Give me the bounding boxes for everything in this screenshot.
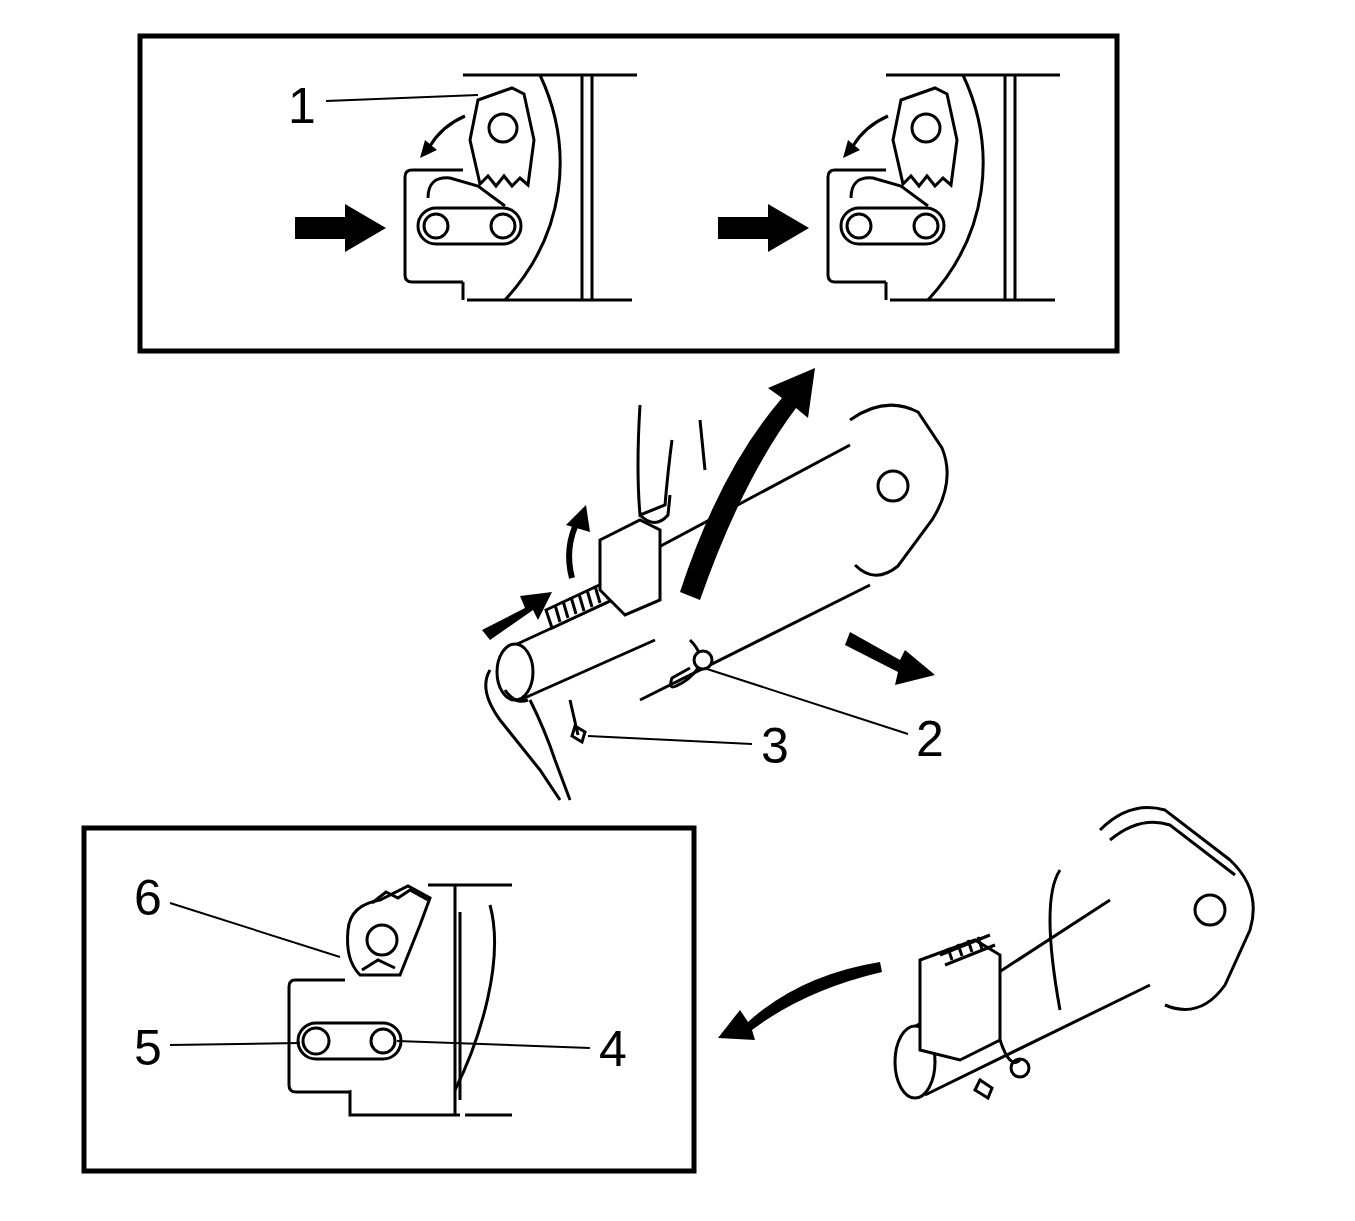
- motion-arrow: [680, 368, 815, 600]
- callout-number: 5: [132, 1023, 164, 1073]
- lock-cylinder-in-hand: [497, 644, 533, 700]
- callout-number: 2: [914, 714, 946, 764]
- latch-mechanism: [298, 1023, 401, 1059]
- latch-mechanism: [362, 960, 395, 970]
- latch-mechanism: [372, 890, 428, 903]
- lock-cylinder: [940, 935, 995, 965]
- leader-line: [704, 668, 908, 734]
- lock-cylinder: [948, 937, 982, 960]
- lock-cylinder: [910, 900, 1150, 1095]
- lock-cylinder-in-hand: [505, 690, 528, 701]
- latch-mechanism: [295, 75, 1060, 300]
- lock-cylinder-in-hand: [694, 651, 712, 669]
- motion-arrow: [482, 592, 552, 640]
- motion-arrow: [718, 962, 882, 1040]
- latch-mechanism: [367, 925, 397, 955]
- motion-arrow: [569, 520, 578, 578]
- inset-frame: [84, 36, 1117, 1171]
- lock-cylinder: [1110, 822, 1235, 875]
- leader-line: [170, 1043, 300, 1045]
- lock-cylinder-in-hand: [638, 405, 672, 515]
- lock-cylinder-in-hand: [850, 405, 947, 575]
- lock-cylinder: [1100, 808, 1253, 1010]
- lock-cylinder-in-hand: [640, 495, 670, 523]
- motion-arrow: [718, 962, 882, 1040]
- lock-cylinder-in-hand: [878, 471, 908, 501]
- leader-line: [326, 95, 478, 101]
- motion-arrow: [482, 368, 935, 685]
- lock-cylinder-in-hand: [486, 405, 947, 800]
- lock-cylinder-in-hand: [700, 420, 705, 470]
- motion-arrow: [566, 505, 590, 532]
- lock-cylinder-in-hand: [600, 520, 660, 615]
- latch-mechanism: [350, 1090, 460, 1115]
- latch-mechanism: [718, 75, 1060, 300]
- latch-mechanism: [371, 1029, 395, 1053]
- callout-number: 6: [132, 873, 164, 923]
- lock-cylinder: [1050, 870, 1060, 1010]
- latch-mechanism: [428, 885, 512, 1115]
- lock-cylinder-in-hand: [486, 670, 570, 800]
- lock-cylinder-in-hand: [570, 700, 585, 742]
- lock-cylinder: [1195, 895, 1225, 925]
- latch-mechanism: [455, 905, 495, 1090]
- leader-line: [397, 1041, 590, 1048]
- lock-cylinder: [975, 1080, 992, 1098]
- latch-mechanism: [289, 885, 512, 1115]
- latch-mechanism: [348, 886, 431, 975]
- inset-frame: [84, 828, 694, 1171]
- callout-number: 4: [597, 1024, 629, 1074]
- lock-cylinder: [895, 808, 1253, 1099]
- latch-mechanism: [303, 1028, 329, 1054]
- callout-number: 1: [286, 81, 318, 131]
- callout-number: 3: [759, 721, 791, 771]
- leader-line: [588, 736, 752, 744]
- latch-mechanism: [295, 75, 637, 300]
- leader-line: [170, 903, 340, 957]
- motion-arrow: [845, 632, 935, 685]
- inset-frame: [140, 36, 1117, 351]
- lock-cylinder: [1000, 1040, 1020, 1063]
- leader-line: [170, 95, 908, 1048]
